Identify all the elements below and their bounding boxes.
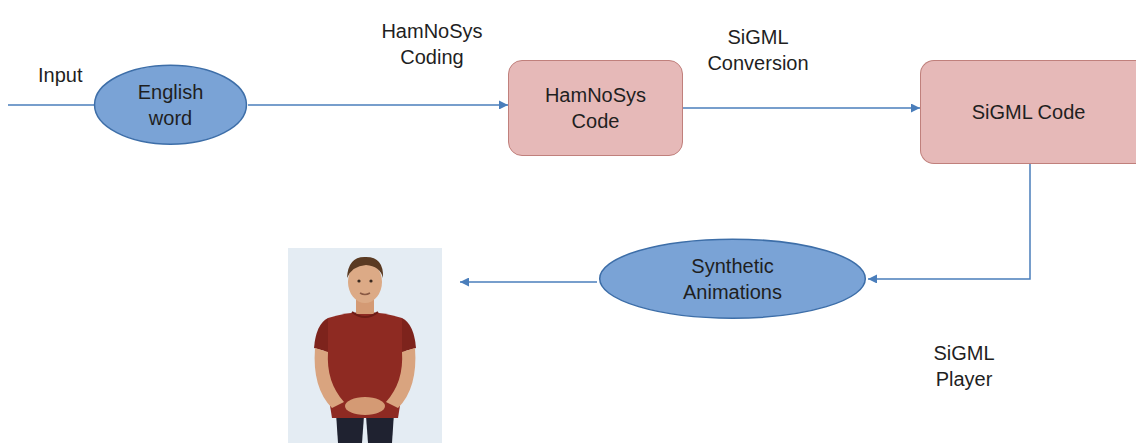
edge-label: SiGML Player — [916, 340, 1012, 392]
flow-arrow — [683, 107, 920, 109]
node-text: Synthetic Animations — [668, 253, 798, 305]
edge-label: HamNoSys Coding — [364, 18, 500, 70]
output-arrow — [460, 281, 597, 283]
process-box: HamNoSys Code — [508, 60, 683, 156]
ellipse-outline — [597, 238, 868, 319]
ellipse-outline — [93, 64, 248, 145]
process-box: SiGML Code — [920, 60, 1136, 164]
node-text: English word — [121, 79, 221, 131]
output-ellipse: Synthetic Animations — [597, 238, 868, 319]
flow-label: Input — [38, 62, 82, 88]
edge-label: SiGML Conversion — [688, 24, 828, 76]
node-text: HamNoSys Code — [521, 82, 671, 134]
input-ellipse: English word — [93, 64, 248, 145]
avatar-figure — [288, 248, 442, 443]
node-text: SiGML Code — [972, 99, 1086, 125]
flow-arrow — [248, 104, 508, 106]
flow-arrow — [868, 164, 1030, 279]
